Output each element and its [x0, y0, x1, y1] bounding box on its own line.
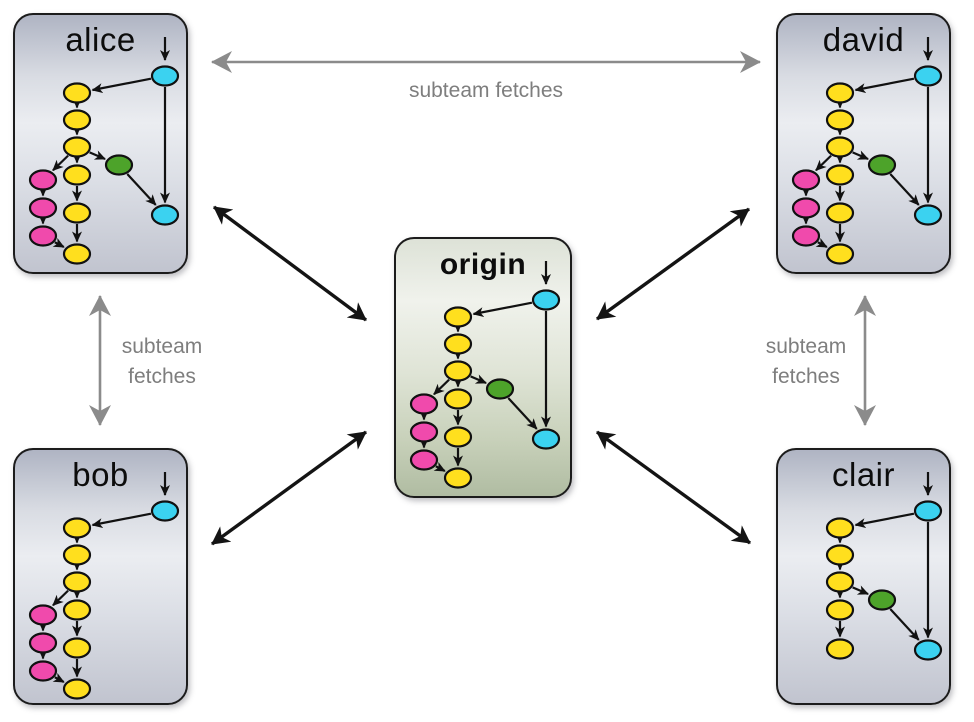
graph-edge-arrow — [854, 77, 915, 94]
commit-node-yellow — [825, 164, 855, 186]
commit-node-yellow — [62, 637, 92, 659]
commit-node-yellow — [443, 333, 473, 355]
commit-node-cyan — [913, 639, 943, 661]
graph-edge-arrow — [852, 150, 869, 161]
commit-node-pink — [28, 169, 58, 191]
commit-node-green — [867, 589, 897, 611]
commit-node-cyan — [913, 65, 943, 87]
commit-node-yellow — [62, 599, 92, 621]
origin-sync-arrow-david-origin — [596, 207, 750, 321]
commit-node-pink — [409, 449, 439, 471]
repo-title-origin: origin — [439, 248, 527, 281]
commit-graph — [28, 37, 180, 265]
commit-node-pink — [28, 225, 58, 247]
commit-node-cyan — [150, 500, 180, 522]
commit-node-yellow — [825, 544, 855, 566]
commit-node-pink — [28, 604, 58, 626]
repo-panel-bob: bob — [13, 448, 188, 705]
commit-node-yellow — [62, 82, 92, 104]
graph-edge-arrow — [852, 585, 869, 596]
commit-node-yellow — [62, 109, 92, 131]
commit-node-cyan — [913, 500, 943, 522]
commit-node-pink — [791, 225, 821, 247]
commit-node-yellow — [62, 678, 92, 700]
commit-node-cyan — [913, 204, 943, 226]
graph-edge-arrow — [433, 461, 446, 472]
commit-node-yellow — [825, 638, 855, 660]
graph-edge-arrow — [126, 173, 157, 206]
commit-graph — [791, 37, 943, 265]
commit-node-pink — [409, 393, 439, 415]
subteam-fetches-label-right: subteam fetches — [765, 335, 847, 388]
commit-node-pink — [28, 632, 58, 654]
graph-edge-arrow — [889, 173, 920, 206]
commit-graph — [28, 472, 180, 700]
repo-panel-origin: origin — [394, 237, 572, 498]
commit-node-green — [104, 154, 134, 176]
graph-edge-arrow — [815, 237, 828, 248]
commit-node-yellow — [825, 109, 855, 131]
commit-node-yellow — [62, 164, 92, 186]
commit-node-cyan — [531, 289, 561, 311]
repo-panel-alice: alice — [13, 13, 188, 274]
commit-node-yellow — [62, 202, 92, 224]
subteam-fetches-label-left: subteam fetches — [121, 335, 203, 388]
graph-edge-arrow — [472, 301, 533, 318]
subteam-fetches-label-top: subteam fetches — [408, 79, 564, 102]
commit-node-pink — [409, 421, 439, 443]
commit-node-yellow — [443, 388, 473, 410]
repo-panel-david: david — [776, 13, 951, 274]
graph-edge-arrow — [470, 374, 487, 385]
repo-panel-clair: clair — [776, 448, 951, 705]
graph-edge-arrow — [52, 237, 65, 248]
commit-node-yellow — [62, 243, 92, 265]
graph-edge-arrow — [89, 150, 106, 161]
graph-edge-arrow — [91, 77, 152, 94]
commit-node-yellow — [825, 517, 855, 539]
graph-edge-arrow — [889, 608, 920, 641]
commit-node-yellow — [825, 136, 855, 158]
commit-node-green — [867, 154, 897, 176]
commit-node-yellow — [443, 426, 473, 448]
commit-node-yellow — [62, 136, 92, 158]
origin-sync-arrow-alice-origin — [212, 205, 368, 322]
commit-node-pink — [28, 660, 58, 682]
commit-graph — [409, 261, 561, 489]
graph-edge-arrow — [52, 672, 65, 683]
commit-node-cyan — [150, 65, 180, 87]
commit-node-yellow — [443, 306, 473, 328]
repo-title-david: david — [822, 21, 905, 58]
commit-node-pink — [791, 169, 821, 191]
graph-edge-arrow — [507, 397, 538, 430]
commit-node-yellow — [825, 243, 855, 265]
graph-edge-arrow — [854, 512, 915, 529]
commit-node-yellow — [443, 360, 473, 382]
graph-edge-arrow — [91, 512, 152, 529]
commit-node-cyan — [150, 204, 180, 226]
commit-node-yellow — [825, 82, 855, 104]
commit-node-yellow — [443, 467, 473, 489]
origin-sync-arrow-bob-origin — [211, 430, 367, 546]
commit-node-yellow — [62, 544, 92, 566]
commit-node-pink — [791, 197, 821, 219]
repo-title-alice: alice — [65, 21, 136, 58]
commit-graph — [825, 472, 943, 661]
graph-edge-arrow — [52, 589, 69, 607]
graph-edge-arrow — [433, 378, 450, 396]
repo-title-bob: bob — [72, 456, 129, 493]
commit-node-cyan — [531, 428, 561, 450]
repo-title-clair: clair — [831, 456, 895, 493]
commit-node-pink — [28, 197, 58, 219]
graph-edge-arrow — [815, 154, 832, 172]
commit-node-yellow — [825, 202, 855, 224]
commit-node-yellow — [62, 517, 92, 539]
commit-node-yellow — [825, 571, 855, 593]
commit-node-green — [485, 378, 515, 400]
origin-sync-arrow-clair-origin — [596, 430, 751, 545]
commit-node-yellow — [62, 571, 92, 593]
commit-node-yellow — [825, 599, 855, 621]
graph-edge-arrow — [52, 154, 69, 172]
